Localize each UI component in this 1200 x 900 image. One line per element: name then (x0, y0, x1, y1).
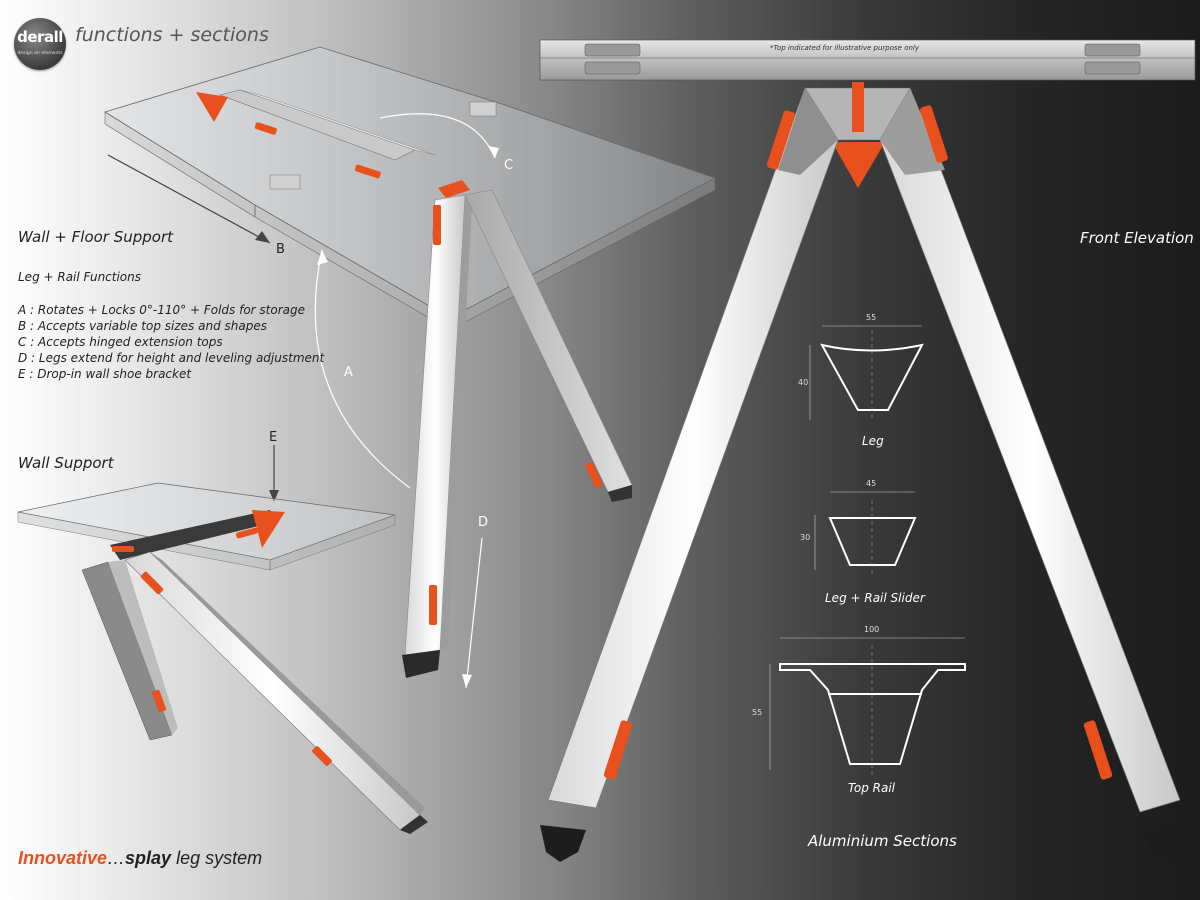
callout-d: D (478, 515, 489, 530)
aluminium-sections-title: Aluminium Sections (808, 832, 957, 850)
section-leg (809, 325, 924, 420)
leg-foot (400, 815, 428, 834)
footer-rest: leg system (171, 848, 263, 868)
wall-rail (110, 510, 275, 560)
orange-hinge (852, 82, 864, 132)
function-a: A : Rotates + Locks 0°-110° + Folds for … (18, 303, 305, 317)
orange-clip (603, 720, 633, 780)
orange-clip (236, 527, 258, 539)
logo-tagline: design an elements (17, 51, 63, 56)
hinge-plate (469, 101, 497, 117)
front-elevation-view (539, 39, 1196, 862)
orange-clip (112, 546, 134, 552)
table-perspective-view (104, 46, 716, 678)
hinge-plate (269, 174, 301, 190)
orange-clip (354, 164, 381, 179)
orange-clip (429, 585, 437, 625)
leg-foot (540, 825, 586, 862)
glass-top (104, 46, 716, 319)
leg-foot (608, 485, 632, 502)
functions-title: Leg + Rail Functions (18, 270, 142, 284)
orange-head-plate (832, 142, 885, 188)
footer-dots: … (107, 848, 126, 868)
wall-leg-front-face (108, 560, 178, 735)
slider-width-dim: 45 (866, 479, 877, 488)
elevation-left-leg (547, 87, 839, 809)
section-slider (814, 491, 917, 575)
rail-hinge-left (584, 43, 641, 75)
rail-section-label: Top Rail (848, 781, 895, 795)
orange-clip (920, 105, 948, 163)
front-leg-shade (440, 195, 472, 650)
leg-section-label: Leg (862, 434, 884, 448)
function-b: B : Accepts variable top sizes and shape… (18, 319, 267, 333)
rail-width-dim: 100 (864, 625, 880, 634)
leg-foot (402, 650, 440, 678)
leg-foot (1145, 825, 1188, 862)
wall-floor-support-title: Wall + Floor Support (18, 228, 174, 246)
dimension-arrows (107, 113, 499, 689)
callout-a: A (344, 365, 353, 380)
function-e: E : Drop-in wall shoe bracket (18, 367, 192, 381)
orange-clip (312, 746, 332, 766)
wall-leg-back-shade (150, 552, 425, 815)
top-rail-side (239, 89, 436, 156)
footer-tagline: Innovative…splay leg system (18, 848, 262, 869)
elevation-right-leg-top (880, 88, 945, 175)
leg-width-dim: 55 (866, 313, 877, 322)
orange-clip (585, 462, 603, 488)
wall-support-view (17, 482, 428, 834)
glass-edge-3 (104, 111, 256, 218)
wall-glass-edge-2 (269, 514, 396, 571)
page-title: functions + sections (75, 24, 269, 46)
front-elevation-title: Front Elevation (1080, 229, 1194, 247)
slider-section-label: Leg + Rail Slider (825, 591, 925, 605)
function-c: C : Accepts hinged extension tops (18, 335, 223, 349)
wall-bracket (252, 510, 285, 548)
callout-e: E (269, 430, 278, 445)
callout-c: C (504, 158, 514, 173)
slider-height-dim: 30 (800, 533, 811, 542)
orange-clip (152, 689, 166, 713)
elevation-right-leg (879, 87, 1181, 813)
orange-clip (1083, 720, 1113, 780)
section-top-rail (769, 637, 966, 775)
orange-clip (433, 205, 441, 245)
orange-clip (140, 571, 164, 595)
rail-height-dim: 55 (752, 708, 763, 717)
callout-b: B (276, 242, 285, 257)
rail-hinge-right (1084, 43, 1141, 75)
orange-bracket (196, 92, 228, 122)
orange-clip (766, 110, 796, 170)
orange-hinge (438, 180, 470, 198)
orange-clip (254, 122, 277, 135)
footer-bold: splay (125, 848, 172, 868)
wall-leg-back (124, 551, 421, 831)
leg-height-dim: 40 (798, 378, 809, 387)
logo-word: derall (17, 28, 63, 46)
function-d: D : Legs extend for height and leveling … (18, 351, 325, 365)
elevation-left-leg-top (778, 88, 838, 175)
derall-logo: derall design an elements (14, 18, 66, 70)
footer-highlight: Innovative (18, 848, 108, 868)
illustrative-note: *Top indicated for illustrative purpose … (770, 44, 920, 52)
wall-support-title: Wall Support (18, 454, 114, 472)
